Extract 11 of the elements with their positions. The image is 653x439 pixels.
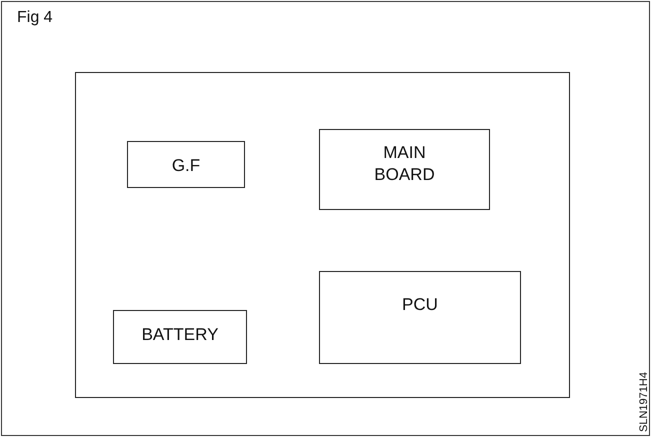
component-label: G.F (170, 155, 202, 177)
component-label: PCU (401, 294, 439, 316)
component-box (319, 271, 521, 364)
enclosure-box (75, 72, 570, 398)
figure-code: SLN1971H4 (638, 372, 650, 432)
component-label: MAIN BOARD (373, 142, 436, 186)
figure-title: Fig 4 (17, 9, 53, 27)
component-label: BATTERY (140, 324, 220, 346)
component-box (319, 129, 490, 210)
component-box (127, 141, 245, 188)
component-box (113, 310, 247, 364)
